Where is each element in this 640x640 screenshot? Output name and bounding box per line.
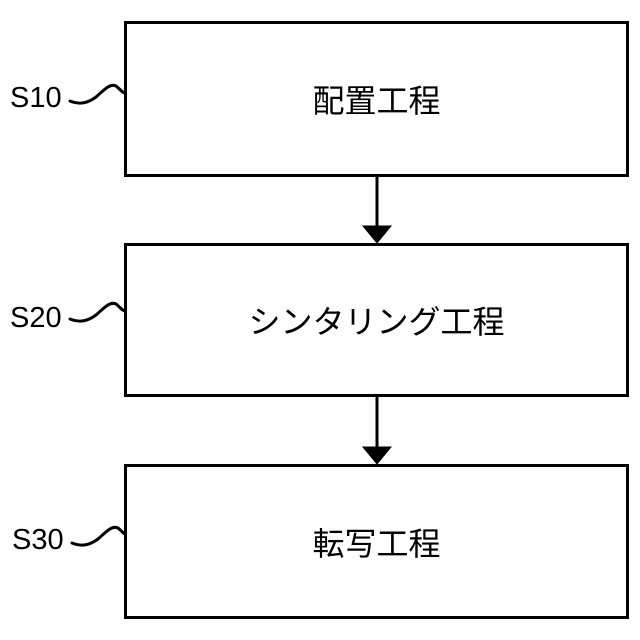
- step-label-s30: S30: [12, 524, 64, 556]
- process-box-sintering: シンタリング工程: [124, 243, 629, 397]
- flow-arrow-s20-s30: [361, 397, 393, 465]
- process-box-placement: 配置工程: [124, 21, 629, 177]
- process-box-sintering-label: シンタリング工程: [248, 304, 505, 340]
- squiggle-connector-s20: [68, 301, 129, 323]
- squiggle-connector-s10: [68, 83, 129, 105]
- squiggle-connector-s30: [70, 525, 131, 547]
- flow-arrow-s10-s20: [361, 177, 393, 244]
- step-label-s20: S20: [10, 302, 62, 334]
- process-box-placement-label: 配置工程: [312, 83, 441, 119]
- process-box-transfer-label: 転写工程: [312, 525, 441, 562]
- process-box-transfer: 転写工程: [124, 464, 629, 619]
- step-label-s10: S10: [10, 82, 62, 114]
